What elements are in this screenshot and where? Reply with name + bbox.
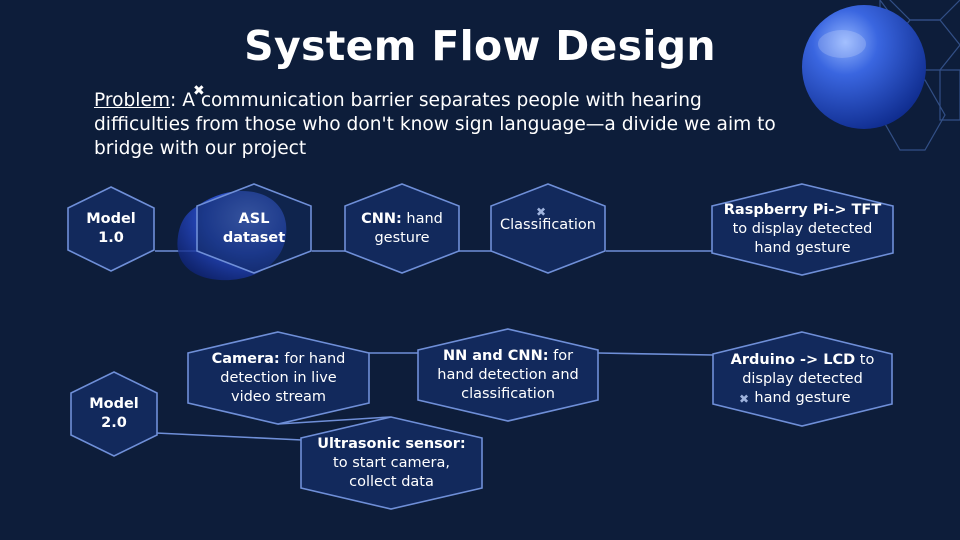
raspberry-pi-node: Raspberry Pi-> TFT to display detected h… bbox=[711, 183, 894, 276]
problem-label: Problem bbox=[94, 90, 171, 111]
problem-statement: Problem: A communication barrier separat… bbox=[94, 89, 784, 161]
camera-label-bold: Camera: bbox=[211, 350, 280, 367]
camera-label-text: for hand detection in live video stream bbox=[220, 350, 346, 405]
ultrasonic-label-text: to start camera, collect data bbox=[333, 454, 450, 490]
cnn-label-bold: CNN: bbox=[361, 210, 402, 227]
close-mark-icon: ✖ bbox=[536, 205, 547, 219]
sphere-decoration bbox=[802, 5, 926, 129]
asl-dataset-node: ASL dataset bbox=[196, 183, 312, 274]
arduino-lcd-node: Arduino -> LCD to display detected hand … bbox=[712, 331, 893, 427]
raspberry-label-bold: Raspberry Pi-> TFT bbox=[723, 202, 882, 218]
model2-connectors bbox=[155, 352, 714, 441]
nn-cnn-label-bold: NN and CNN: bbox=[442, 347, 549, 364]
model2-label-node: Model 2.0 bbox=[70, 371, 158, 457]
model1-label: Model 1.0 bbox=[86, 211, 136, 246]
slide-title: System Flow Design bbox=[244, 22, 716, 70]
classification-label: Classification bbox=[500, 217, 596, 233]
arduino-label-bold: Arduino -> LCD bbox=[730, 351, 856, 368]
cnn-hand-gesture-node: CNN: hand gesture bbox=[344, 183, 460, 274]
arduino-label-text: to display detected hand gesture bbox=[742, 351, 875, 406]
ultrasonic-label-bold: Ultrasonic sensor: bbox=[317, 435, 466, 452]
ultrasonic-sensor-node: Ultrasonic sensor: to start camera, coll… bbox=[300, 416, 483, 510]
raspberry-label-text: to display detected hand gesture bbox=[732, 221, 873, 256]
cnn-label-text: hand gesture bbox=[374, 210, 443, 246]
close-mark-icon: ✖ bbox=[739, 392, 750, 406]
nn-cnn-node: NN and CNN: for hand detection and class… bbox=[417, 328, 599, 422]
problem-text: : A communication barrier separates peop… bbox=[94, 90, 776, 159]
classification-node: Classification bbox=[490, 183, 606, 274]
asl-dataset-label: ASL dataset bbox=[222, 210, 286, 246]
camera-node: Camera: for hand detection in live video… bbox=[187, 331, 370, 425]
model2-label: Model 2.0 bbox=[89, 396, 139, 431]
nn-cnn-label-text: for hand detection and classification bbox=[437, 347, 579, 402]
model1-label-node: Model 1.0 bbox=[67, 186, 155, 272]
close-mark-icon: ✖ bbox=[193, 83, 205, 99]
